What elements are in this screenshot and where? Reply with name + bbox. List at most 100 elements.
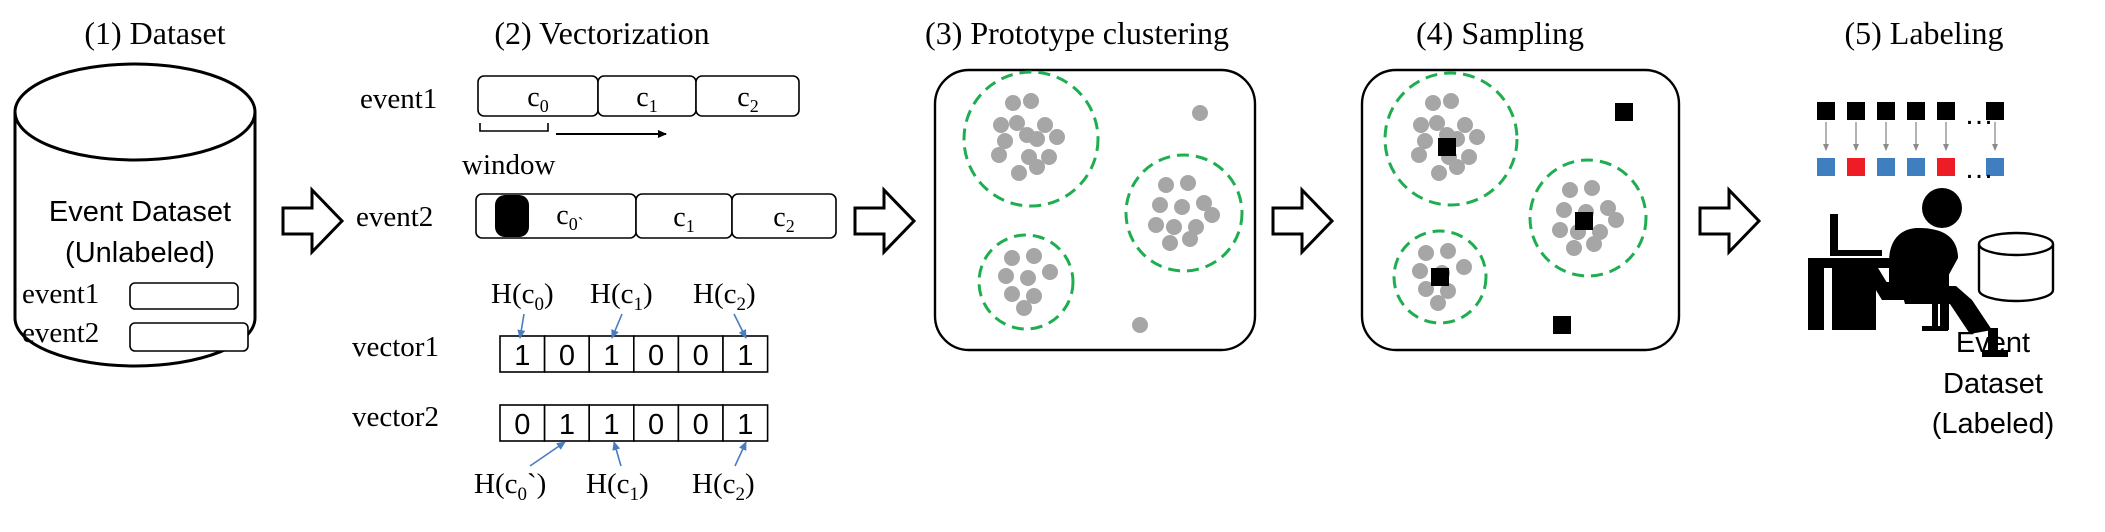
labeling-dots-top: … bbox=[1964, 98, 1994, 131]
cluster-point bbox=[1412, 263, 1428, 279]
vector2-label: vector2 bbox=[352, 401, 439, 433]
cluster-point bbox=[1586, 236, 1602, 252]
cluster-point bbox=[1204, 207, 1220, 223]
flow-arrow-2 bbox=[853, 186, 917, 256]
cluster-point bbox=[1162, 235, 1178, 251]
step-title-prototype-clustering: (3) Prototype clustering bbox=[925, 15, 1229, 51]
cluster-point bbox=[1562, 182, 1578, 198]
vector2-cell-value: 1 bbox=[737, 409, 753, 441]
labeled-sample-red bbox=[1937, 158, 1955, 176]
outlier-point bbox=[1192, 105, 1208, 121]
hash-bottom-c0p: H(c0`) bbox=[474, 468, 546, 505]
unlabeled-sample bbox=[1847, 102, 1865, 120]
desk-with-monitor-icon bbox=[1808, 214, 1908, 330]
event1-chunk-c2-label: c2 bbox=[737, 82, 758, 116]
hash-bottom-c2: H(c2) bbox=[692, 468, 755, 505]
cluster-1-boundary bbox=[962, 70, 1100, 208]
step-title-labeling: (5) Labeling bbox=[1844, 15, 2003, 51]
event2-chunk-c1-label: c1 bbox=[673, 202, 694, 236]
labeled-sample-red bbox=[1847, 158, 1865, 176]
labeled-dataset-line1: Event bbox=[1956, 327, 2030, 359]
dataset-event2-label: event2 bbox=[22, 317, 99, 349]
vector2-cell bbox=[677, 404, 724, 442]
vector1-cell bbox=[632, 335, 680, 373]
cluster-point bbox=[1413, 117, 1429, 133]
cluster-point bbox=[1600, 200, 1616, 216]
cluster-point bbox=[1004, 286, 1020, 302]
vector1-label: vector1 bbox=[352, 331, 439, 363]
cluster-point bbox=[1180, 175, 1196, 191]
cluster-point bbox=[1566, 240, 1582, 256]
cluster-point bbox=[1431, 165, 1447, 181]
cluster-point bbox=[1174, 199, 1190, 215]
flow-arrow-1 bbox=[281, 186, 345, 256]
vector2-cell-value: 0 bbox=[648, 409, 664, 441]
hash-top-c0: H(c0) bbox=[491, 278, 554, 315]
cluster-point bbox=[1461, 149, 1477, 165]
labeled-sample-blue bbox=[1907, 158, 1925, 176]
event2-chunk-c0p-label: c0` bbox=[556, 200, 583, 234]
cluster-point bbox=[997, 133, 1013, 149]
labeled-dataset-cylinder bbox=[1977, 231, 2055, 303]
cluster-2-boundary bbox=[1124, 153, 1244, 273]
cluster-point bbox=[1411, 147, 1427, 163]
vector2-cell bbox=[722, 404, 769, 442]
labeled-sample-blue bbox=[1986, 158, 2004, 176]
hash-arrow-bottom-c2 bbox=[734, 441, 747, 467]
cluster-point bbox=[1425, 95, 1441, 111]
vector2-cell-value: 1 bbox=[603, 409, 619, 441]
cluster-point bbox=[1430, 295, 1446, 311]
sampled-prototype bbox=[1438, 138, 1456, 156]
vector2-cell bbox=[499, 404, 546, 442]
cluster-point bbox=[1469, 129, 1485, 145]
cluster-3-boundary bbox=[1392, 229, 1488, 325]
labeled-sample-row bbox=[1817, 158, 2004, 176]
vector2-cell-value: 0 bbox=[514, 409, 530, 441]
cluster-point bbox=[1005, 95, 1021, 111]
labeled-dataset-line3: (Labeled) bbox=[1932, 408, 2055, 440]
event1-chunk-c1-label: c1 bbox=[636, 82, 657, 116]
flow-arrow-4 bbox=[1698, 186, 1762, 256]
hash-arrow-top-c1 bbox=[611, 313, 623, 339]
cluster-point bbox=[1020, 270, 1036, 286]
cluster-point bbox=[1443, 93, 1459, 109]
cluster-point bbox=[1023, 93, 1039, 109]
window-label: window bbox=[462, 149, 556, 181]
step-title-dataset: (1) Dataset bbox=[84, 15, 225, 51]
cluster-point bbox=[1158, 177, 1174, 193]
event2-chunk-c2-label: c2 bbox=[773, 202, 794, 236]
cluster-point bbox=[1042, 264, 1058, 280]
sampled-prototype bbox=[1431, 268, 1449, 286]
hash-bottom-c1: H(c1) bbox=[586, 468, 649, 505]
event1-chunk-c0-label: c0 bbox=[527, 82, 548, 116]
cluster-1-boundary bbox=[1383, 71, 1519, 207]
vector1-cell bbox=[722, 335, 769, 373]
cluster-point bbox=[1608, 212, 1624, 228]
cluster-point bbox=[1457, 117, 1473, 133]
cluster-point bbox=[1440, 243, 1456, 259]
cluster-point bbox=[1004, 250, 1020, 266]
hash-top-c2: H(c2) bbox=[693, 278, 756, 315]
unlabeled-sample bbox=[1907, 102, 1925, 120]
cluster-point bbox=[1026, 248, 1042, 264]
hash-top-c1: H(c1) bbox=[590, 278, 653, 315]
dataset-event2-box bbox=[129, 322, 249, 352]
vector2-cell-value: 1 bbox=[559, 409, 575, 441]
cluster-point bbox=[1418, 245, 1434, 261]
event2-chunk-c2 bbox=[731, 193, 837, 239]
vec-event1-label: event1 bbox=[360, 83, 437, 115]
vec-event2-label: event2 bbox=[356, 201, 433, 233]
cluster-point bbox=[1011, 165, 1027, 181]
event2-modified-block bbox=[495, 195, 529, 237]
cluster-point bbox=[1449, 159, 1465, 175]
vector2-cell-value: 0 bbox=[693, 409, 709, 441]
cluster-point bbox=[1552, 222, 1568, 238]
dataset-label-line1: Event Dataset bbox=[49, 196, 231, 228]
hash-arrow-bottom-c1 bbox=[612, 441, 622, 467]
sampled-outlier bbox=[1615, 103, 1633, 121]
cluster-point bbox=[991, 147, 1007, 163]
cluster-point bbox=[1049, 129, 1065, 145]
labeled-dataset-line2: Dataset bbox=[1943, 368, 2043, 400]
cluster-point bbox=[1016, 300, 1032, 316]
